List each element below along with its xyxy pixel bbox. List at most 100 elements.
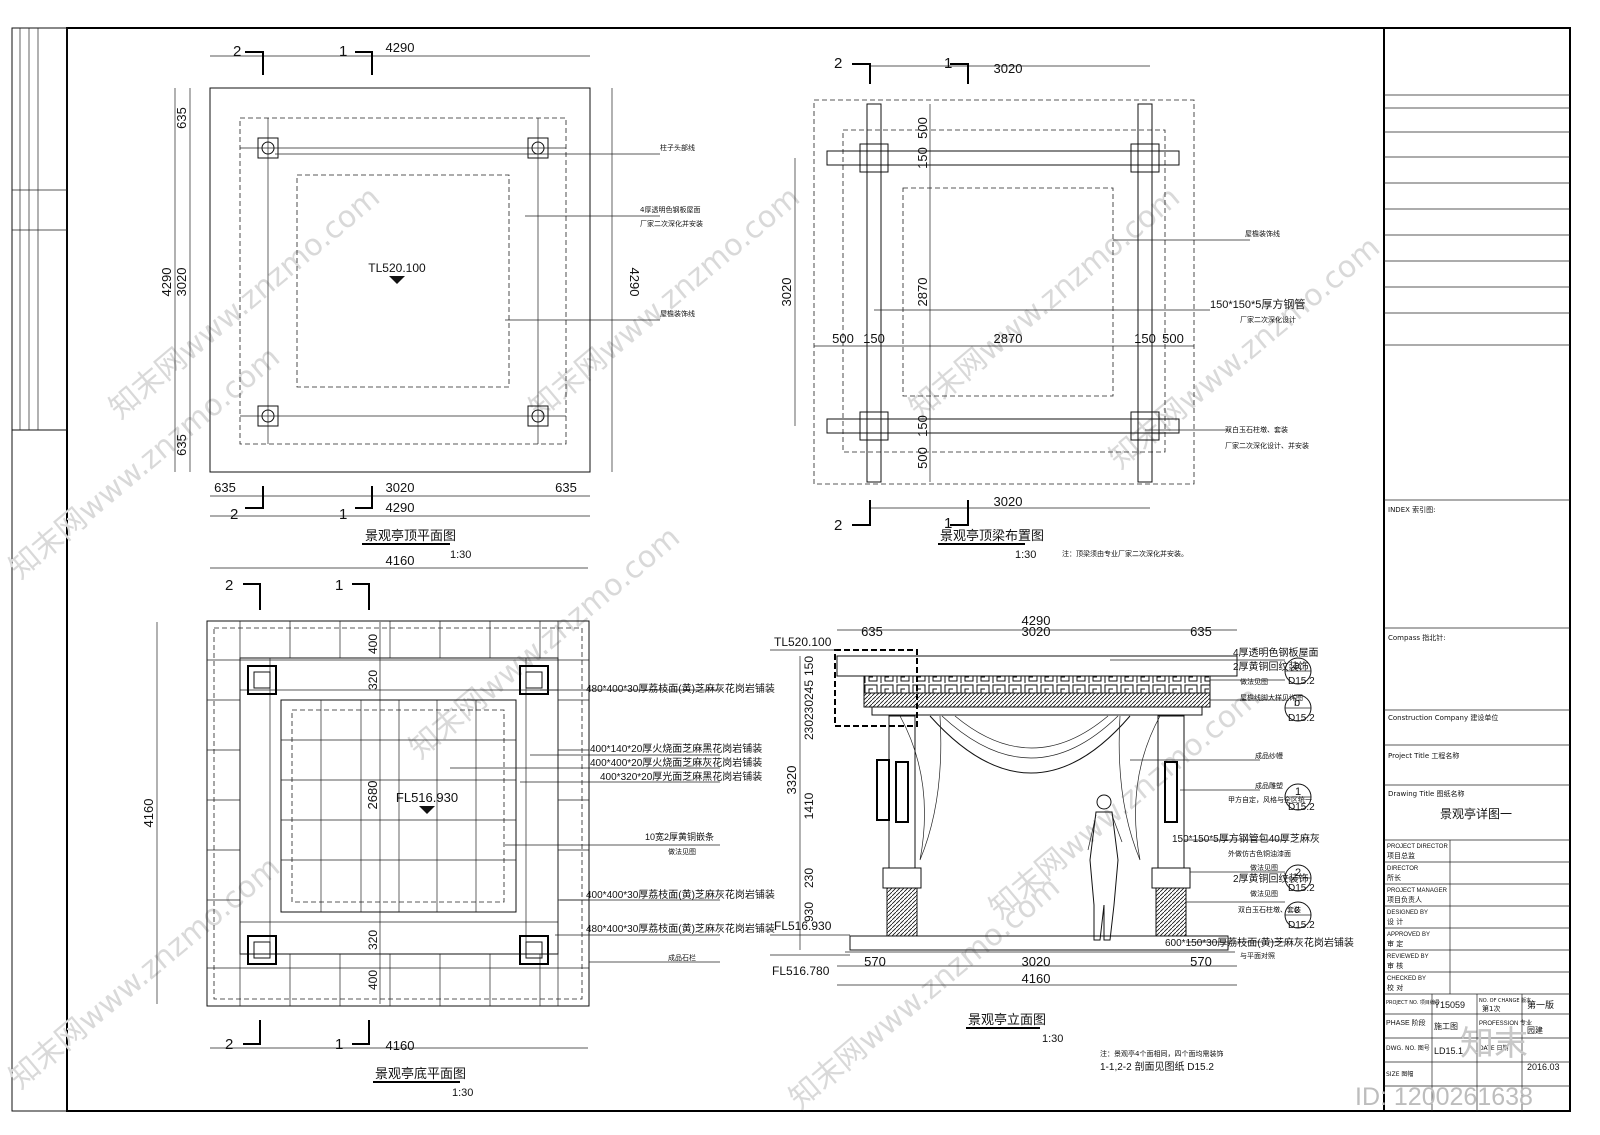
floor-section-1-bottom: 1 (335, 1036, 343, 1053)
roof-plan-view: 4290 635 3020 635 4290 635 3020 635 4290… (159, 40, 703, 561)
floor-note-8: 480*400*30厚荔枝面(黄)芝麻灰花岗岩铺装 (586, 922, 775, 935)
role-1-cn: 项目总监 (1387, 851, 1415, 860)
date: 2016.03 (1527, 1062, 1560, 1072)
floor-dim-inner-1: 400 (366, 634, 380, 654)
beam-section-markers (852, 63, 969, 526)
elev-note-14: 600*150*30厚荔枝面(黄)芝麻灰花岗岩铺装 (1165, 936, 1354, 949)
beam-dim-top: 3020 (994, 61, 1023, 76)
role-7-cn: 校 对 (1387, 983, 1403, 992)
roof-dim-left-1: 635 (174, 107, 189, 129)
roof-dim-bottom-3: 635 (555, 480, 577, 495)
elev-dim-left-1: 150 (802, 656, 816, 676)
elev-top-mark: TL520.100 (774, 635, 832, 649)
construction-label: Construction Company 建设单位 (1388, 713, 1498, 722)
elev-dim-bottom-1: 570 (864, 954, 886, 969)
floor-column-base (247, 665, 549, 965)
detail-ref-1: 1 (1295, 786, 1301, 798)
roof-note-3: 厂家二次深化并安装 (640, 219, 703, 228)
beam-note-2: 150*150*5厚方钢管 (1210, 297, 1305, 311)
beam-dim-bottom: 3020 (994, 494, 1023, 509)
role-1-en: PROJECT DIRECTOR (1387, 844, 1448, 850)
scale-human-figure (1087, 794, 1123, 941)
roof-dim-left-total: 4290 (159, 268, 174, 297)
role-3-en: PROJECT MANAGER (1387, 888, 1448, 894)
detail-ref-c-sheet: D15.2 (1288, 920, 1315, 931)
floor-plan-view: 4160 4160 4160 400 320 2680 320 400 FL51… (141, 553, 775, 1099)
elev-note-8: 150*150*5厚方钢管包40厚芝麻灰 (1172, 832, 1320, 845)
beam-dim-mid-4: 150 (1134, 331, 1156, 346)
elev-note-15: 与平面对照 (1240, 951, 1275, 960)
project-no-label: PROJECT NO. 项目编号 (1386, 999, 1440, 1006)
roof-plan-title: 景观亭顶平面图 (365, 528, 456, 544)
beam-section-1-bottom: 1 (944, 515, 952, 532)
roof-dim-right: 4290 (627, 268, 642, 297)
roof-dim-left-2: 3020 (174, 268, 189, 297)
compass-label: Compass 指北针: (1388, 633, 1446, 642)
curtain-drape (929, 715, 1131, 774)
beam-dim-vert-3: 2870 (915, 278, 930, 307)
roof-section-1-top: 1 (339, 43, 347, 60)
floor-section-1-top: 1 (335, 577, 343, 594)
roof-dim-bottom-total: 4290 (386, 500, 415, 515)
detail-ref-a: a (1294, 660, 1301, 672)
floor-note-2: 400*140*20厚火烧面芝麻黑花岗岩铺装 (590, 742, 762, 755)
beam-note-3: 厂家二次深化设计 (1240, 315, 1296, 324)
floor-plan-scale: 1:30 (452, 1087, 473, 1099)
elev-note-1: 4厚透明色钢板屋面 (1233, 646, 1319, 659)
elev-note-6: 成品雕塑 (1255, 781, 1283, 790)
phase: 施工图 (1434, 1021, 1458, 1031)
elev-dim-left-4: 230 (802, 720, 816, 740)
floor-dim-inner-2: 320 (366, 670, 380, 690)
beam-section-2-top: 2 (834, 55, 842, 72)
floor-elevation-triangle (419, 806, 435, 814)
elev-dim-bottom-total: 4160 (1022, 971, 1051, 986)
roof-column-cap (257, 137, 549, 427)
detail-ref-2-sheet: D15.2 (1288, 883, 1315, 894)
roof-elevation-mark: TL520.100 (368, 261, 426, 275)
beam-dim-vert-2: 150 (915, 147, 930, 169)
elevation-view: 4290 635 3020 635 570 3020 570 4160 150 … (770, 613, 1354, 1073)
detail-ref-1-sheet: D15.2 (1288, 802, 1315, 813)
elev-dim-left-7: 930 (802, 902, 816, 922)
elev-dim-top-3: 635 (1190, 624, 1212, 639)
floor-dim-inner-3: 2680 (365, 781, 380, 810)
dwg-no-label: DWG. NO. 图号 (1386, 1045, 1430, 1052)
elevation-title: 景观亭立面图 (968, 1012, 1046, 1028)
watermark-4: 知末网www.znzmo.com (903, 180, 1187, 426)
floor-dim-left: 4160 (141, 799, 156, 828)
beam-note-4: 双白玉石柱墩、套装 (1225, 425, 1288, 434)
detail-ref-2: 2 (1295, 867, 1301, 879)
watermark-5: 知末网www.znzmo.com (1103, 230, 1387, 476)
dwg-no: LD15.1 (1434, 1046, 1463, 1056)
elev-note-3: 做法见图 (1240, 677, 1268, 686)
detail-ref-b-sheet: D15.2 (1288, 713, 1315, 724)
elevation-footnote-1: 注：景观亭4个面相同，四个面均需装饰 (1100, 1049, 1223, 1058)
elev-note-2: 2厚黄铜回纹装饰 (1233, 660, 1309, 673)
elev-note-10: 做法见图 (1250, 863, 1278, 872)
brand-logo: 知末 (1460, 1024, 1528, 1064)
floor-note-3: 400*400*20厚火烧面芝麻灰花岗岩铺装 (590, 756, 762, 769)
floor-note-5: 10宽2厚黄铜嵌条 (645, 831, 714, 842)
role-6-cn: 审 核 (1387, 961, 1403, 970)
floor-elevation-mark: FL516.930 (396, 790, 458, 805)
beam-dim-mid-1: 500 (832, 331, 854, 346)
elev-note-11: 2厚黄铜回纹装饰 (1233, 872, 1309, 885)
floor-note-4: 400*320*20厚光面芝麻黑花岗岩铺装 (600, 770, 762, 783)
beam-plan-scale: 1:30 (1015, 549, 1036, 561)
elev-dim-left-2: 245 (802, 680, 816, 700)
detail-ref-b: b (1294, 697, 1300, 709)
roof-dim-top: 4290 (386, 40, 415, 55)
beam-section-2-bottom: 2 (834, 517, 842, 534)
no-of-change: 第1次 (1482, 1004, 1500, 1013)
floor-section-2-top: 2 (225, 577, 233, 594)
elev-dim-top-2: 3020 (1022, 624, 1051, 639)
roof-plan-scale: 1:30 (450, 549, 471, 561)
role-3-cn: 项目负责人 (1387, 895, 1422, 904)
elev-dim-top-total: 4290 (1022, 613, 1051, 628)
roof-section-2-top: 2 (233, 43, 241, 60)
phase-label: PHASE 阶段 (1386, 1018, 1426, 1027)
beam-dim-left: 3020 (779, 278, 794, 307)
beam-dim-mid-3: 2870 (994, 331, 1023, 346)
